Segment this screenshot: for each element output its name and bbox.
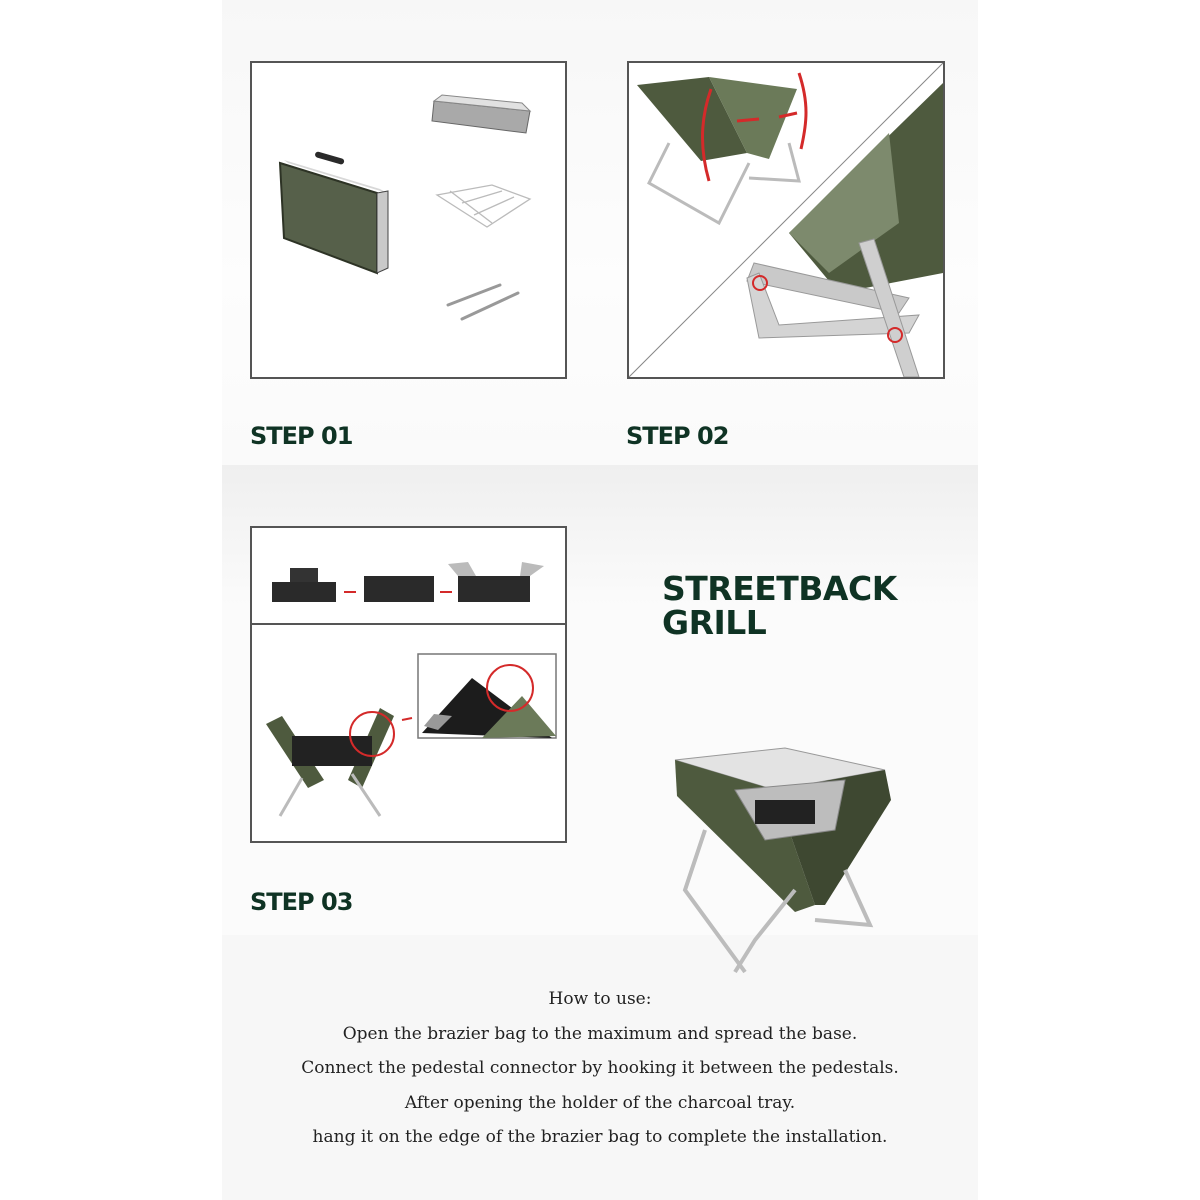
step-03-label: STEP 03 — [250, 888, 353, 916]
pedestal-closeup-icon — [746, 83, 943, 377]
step-03-image — [250, 526, 567, 843]
folded-case-icon — [278, 151, 389, 275]
how-to-use-instructions: How to use: Open the brazier bag to the … — [222, 982, 978, 1155]
step-01-label: STEP 01 — [250, 422, 353, 450]
red-arrow-icon — [701, 72, 808, 182]
product-title-line-1: STREETBACK — [662, 569, 897, 608]
grill-grate-icon — [435, 184, 532, 228]
tray-sequence-icon — [272, 562, 544, 602]
charcoal-tray-icon — [431, 94, 532, 134]
product-title-line-2: GRILL — [662, 603, 767, 642]
instructions-heading: How to use: — [548, 989, 652, 1009]
instruction-line: Connect the pedestal connector by hookin… — [301, 1058, 899, 1078]
unfolding-grill-icon — [637, 77, 801, 226]
product-title: STREETBACK GRILL — [662, 572, 897, 640]
step-02-label: STEP 02 — [626, 422, 729, 450]
instruction-line: Open the brazier bag to the maximum and … — [342, 1023, 858, 1044]
assembled-grill-image — [655, 740, 905, 980]
instruction-line: After opening the holder of the charcoal… — [404, 1092, 796, 1113]
bottom-background — [222, 935, 978, 1200]
v-grill-icon — [266, 708, 413, 817]
step-01-image — [250, 61, 567, 379]
connector-rods-icon — [446, 283, 520, 321]
hook-detail-icon — [417, 653, 557, 739]
instruction-line: hang it on the edge of the brazier bag t… — [312, 1127, 888, 1147]
step-02-image — [627, 61, 945, 379]
